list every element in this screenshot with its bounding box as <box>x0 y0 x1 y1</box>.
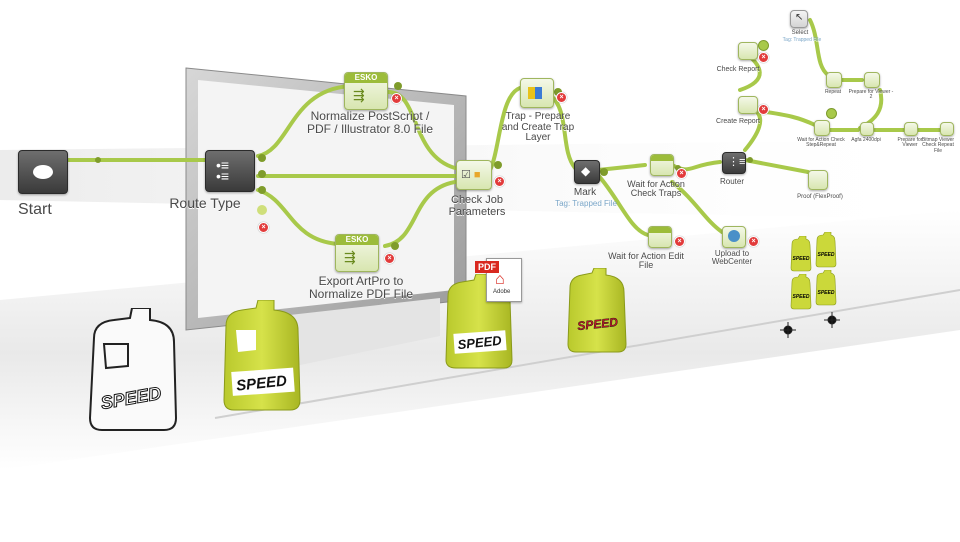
start-label: Start <box>18 201 52 218</box>
bottle-green-1-label: SPEED <box>235 372 288 394</box>
check-report-label: Check Report <box>716 66 760 73</box>
wait-steprepeat-node[interactable] <box>814 120 830 136</box>
pdf-file-icon: PDF ⌂ Adobe <box>475 258 522 302</box>
route-type-label: Route Type <box>169 195 241 211</box>
bottle-outline: SPEED <box>88 308 178 431</box>
wait-check-traps-node[interactable] <box>650 154 674 176</box>
trap-icon <box>528 87 542 99</box>
normalize-label: Normalize PostScript / PDF / Illustrator… <box>306 109 434 137</box>
registration-marks <box>780 312 840 338</box>
step-repeat-bottle: SPEED <box>815 232 837 268</box>
bottle-green-2-label: SPEED <box>457 333 503 353</box>
wait-edit-error-icon: × <box>674 236 685 247</box>
agfa-node[interactable] <box>860 122 874 136</box>
bottle-green-3-label: SPEED <box>577 315 619 333</box>
select-tag-label: Tag: Trapped File <box>782 37 822 43</box>
router-label: Router <box>719 177 744 186</box>
prepare-viewer-label: Prepare for Viewer <box>897 137 923 149</box>
normalize-node[interactable]: ESKO ⇶ <box>344 72 388 110</box>
check-job-icon: ☑ ■ <box>461 169 481 181</box>
repeat-node[interactable] <box>826 72 842 88</box>
export-error-icon: × <box>384 253 395 264</box>
route-type-node[interactable]: •≡•≡ <box>205 150 255 192</box>
create-report-node[interactable] <box>738 96 758 114</box>
select-label: Select <box>791 30 809 36</box>
bottle-green-1: SPEED <box>223 300 301 411</box>
connector-dots <box>95 82 753 250</box>
step-repeat-bottle: SPEED <box>790 274 812 310</box>
pointer-icon: ↖ <box>795 12 804 23</box>
mark-tag-label: Tag: Trapped File <box>555 199 617 208</box>
mark-node[interactable]: ◆ <box>574 160 600 184</box>
start-icon <box>33 165 53 179</box>
floor-edge <box>214 289 960 419</box>
adobe-label: Adobe <box>493 289 511 295</box>
step-repeat-bottle: SPEED <box>815 270 837 306</box>
route-icon: •≡•≡ <box>216 157 230 184</box>
bottle-green-3: SPEED <box>567 268 627 353</box>
start-node[interactable] <box>18 150 68 194</box>
wait-edit-node[interactable] <box>648 226 672 248</box>
export-label: Export ArtPro to Normalize PDF File <box>308 274 413 302</box>
router-icon: ⋮≡ <box>728 156 746 168</box>
bitmap-viewer-node[interactable] <box>940 122 954 136</box>
normalize-icon: ⇶ <box>353 87 365 103</box>
wait-check-label: Wait for Action Check Traps <box>627 179 685 199</box>
agfa-label: Agfa 2400dpi <box>851 137 881 143</box>
mark-label: Mark <box>573 187 597 198</box>
check-job-error-icon: × <box>494 176 505 187</box>
grid-bottle-label: SPEED <box>818 252 835 258</box>
wait-edit-label: Wait for Action Edit File <box>608 251 684 271</box>
wait-edit-cap <box>649 227 671 233</box>
create-report-error-icon: × <box>758 104 769 115</box>
trap-label: Trap - Prepare and Create Trap Layer <box>501 111 575 143</box>
proof-node[interactable] <box>808 170 828 190</box>
upload-error-icon: × <box>748 236 759 247</box>
trap-error-icon: × <box>556 92 567 103</box>
upload-label: Upload to WebCenter <box>711 249 753 267</box>
prepare-viewer-2-label: Prepare for Viewer - 2 <box>848 89 894 101</box>
route-type-error-icon: × <box>258 222 269 233</box>
esko-badge-2: ESKO <box>336 235 378 246</box>
esko-badge: ESKO <box>345 73 387 84</box>
proof-label: Proof (FlexProof) <box>797 194 843 200</box>
check-report-node[interactable] <box>738 42 758 60</box>
bitmap-viewer-label: Bitmap Viewer Check Repeat File <box>921 137 955 154</box>
check-job-label: Check Job Parameters <box>448 194 506 218</box>
status-dot <box>826 108 837 119</box>
wait-steprepeat-label: Wait for Action Check Step&Repeat <box>797 137 845 149</box>
webcenter-icon <box>728 230 740 242</box>
select-node[interactable]: ↖ <box>790 10 808 28</box>
tag-icon: ◆ <box>581 164 591 178</box>
adobe-icon: ⌂ <box>495 271 505 288</box>
prepare-viewer-node[interactable] <box>904 122 918 136</box>
status-dot <box>758 40 769 51</box>
trap-node[interactable] <box>520 78 554 108</box>
grid-bottle-label: SPEED <box>793 294 810 300</box>
pdf-badge: PDF <box>475 261 499 273</box>
grid-bottle-label: SPEED <box>793 256 810 262</box>
router-node[interactable]: ⋮≡ <box>722 152 746 174</box>
check-report-error-icon: × <box>758 52 769 63</box>
create-report-label: Create Report <box>716 118 760 125</box>
export-icon: ⇶ <box>344 249 356 265</box>
check-job-node[interactable]: ☑ ■ <box>456 160 492 190</box>
export-artpro-node[interactable]: ESKO ⇶ <box>335 234 379 272</box>
prepare-viewer-2-node[interactable] <box>864 72 880 88</box>
wait-check-cap <box>651 155 673 161</box>
step-repeat-bottle: SPEED <box>790 236 812 272</box>
upload-node[interactable] <box>722 226 746 248</box>
wait-check-error-icon: × <box>676 168 687 179</box>
grid-bottle-label: SPEED <box>818 290 835 296</box>
repeat-label: Repeat <box>824 89 842 95</box>
step-repeat-grid: SPEED SPEED SPEED SPEED <box>790 232 838 312</box>
normalize-error-icon: × <box>391 93 402 104</box>
